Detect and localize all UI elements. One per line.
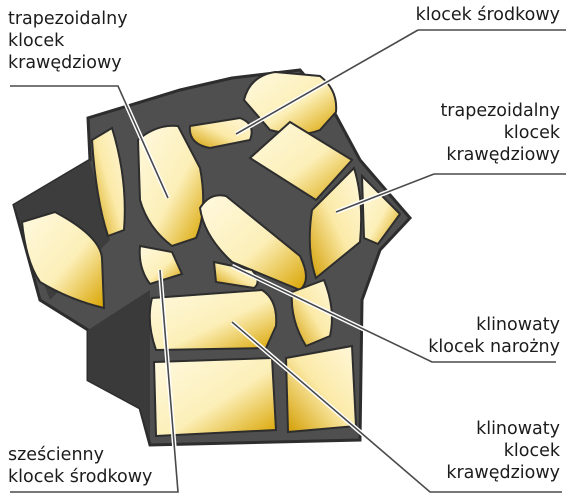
label-line: trapezoidalny [8, 8, 128, 30]
label-line: krawędziowy [8, 52, 128, 74]
label-line: krawędziowy [446, 462, 560, 484]
label-line: klocek [8, 30, 128, 52]
label-line: trapezoidalny [440, 100, 560, 122]
label-cubic-center: sześcienny klocek środkowy [8, 444, 152, 488]
label-center-top: klocek środkowy [416, 4, 560, 26]
label-line: krawędziowy [440, 144, 560, 166]
label-line: klocek [440, 122, 560, 144]
label-line: klocek [446, 440, 560, 462]
label-line: sześcienny [8, 444, 152, 466]
label-line: klocek narożny [428, 336, 560, 358]
label-wedge-corner: klinowaty klocek narożny [428, 314, 560, 358]
label-trapezoid-edge-left: trapezoidalny klocek krawędziowy [8, 8, 128, 74]
label-line: klocek środkowy [8, 466, 152, 488]
label-line: klocek środkowy [416, 4, 560, 26]
label-trapezoid-edge-right: trapezoidalny klocek krawędziowy [440, 100, 560, 166]
label-line: klinowaty [428, 314, 560, 336]
label-wedge-edge: klinowaty klocek krawędziowy [446, 418, 560, 484]
label-line: klinowaty [446, 418, 560, 440]
